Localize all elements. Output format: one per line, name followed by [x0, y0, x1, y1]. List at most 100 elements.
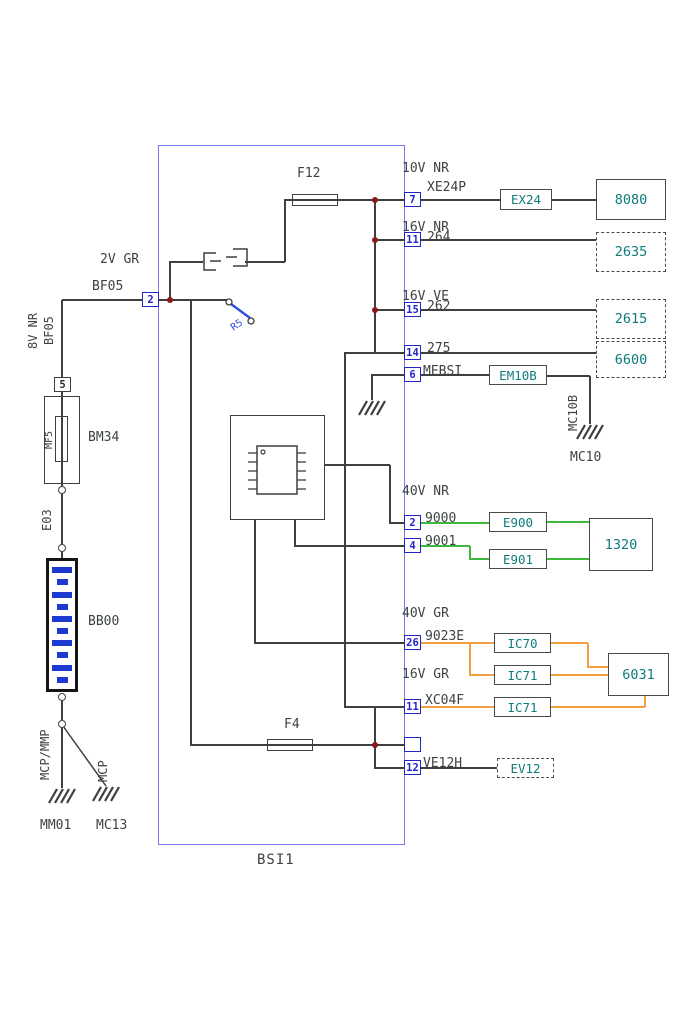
ground-label-mc10: MC10	[570, 450, 602, 465]
fusebox-bm34-outline	[44, 396, 80, 484]
pin-2-left: 2	[142, 292, 159, 307]
wire-color-8vnr: 8V NR	[26, 312, 40, 350]
wire-label: 9001	[425, 534, 457, 549]
wire-label: XC04F	[425, 693, 465, 708]
controller-block-outline	[230, 415, 325, 520]
battery-plate	[52, 591, 72, 598]
wire-code-mcpmmp: MCP/MMP	[38, 729, 52, 781]
connector-e03-label: E03	[40, 509, 54, 531]
battery-plate	[52, 567, 72, 574]
wire-label: 275	[427, 341, 451, 356]
component-e900: E900	[489, 512, 547, 532]
unit-2615: 2615	[596, 299, 666, 339]
wire-label: MEBSI	[423, 364, 463, 379]
wire	[421, 767, 497, 769]
connector-label: 16V GR	[402, 667, 449, 682]
ground-label-mc13: MC13	[96, 818, 128, 833]
wire-label: 9023E	[425, 629, 465, 644]
wire	[374, 309, 404, 311]
wire-label: 9000	[425, 511, 457, 526]
battery-bb00-icon	[46, 558, 78, 692]
component-ev12: EV12	[497, 758, 554, 778]
unit-1320: 1320	[589, 518, 653, 571]
terminal-node	[58, 544, 66, 552]
wire	[294, 545, 404, 547]
pin-6: 6	[404, 367, 421, 382]
component-e901: E901	[489, 549, 547, 569]
wire	[284, 200, 286, 262]
ground-label-mm01: MM01	[40, 818, 72, 833]
wire-orange	[551, 642, 588, 644]
wire	[374, 767, 404, 769]
ground-symbol-mm01	[48, 788, 76, 804]
wire	[61, 392, 63, 486]
connector-5: 5	[54, 377, 71, 392]
wire-green	[469, 546, 471, 559]
unit-6031: 6031	[608, 653, 669, 696]
wire	[169, 261, 203, 263]
pin-11b: 11	[404, 699, 421, 714]
wire	[389, 522, 404, 524]
wire	[344, 352, 404, 354]
component-ic70: IC70	[494, 633, 551, 653]
wire	[552, 199, 596, 201]
connector-label: 16V VE	[402, 289, 449, 304]
junction-dot	[372, 197, 378, 203]
fuse-f4-icon	[267, 739, 313, 751]
wire	[374, 200, 376, 353]
wire-orange	[551, 706, 645, 708]
wire	[245, 261, 285, 263]
battery-plate	[56, 676, 68, 683]
wire	[61, 728, 63, 788]
bsi-unit-outline	[158, 145, 405, 845]
battery-plate	[52, 615, 72, 622]
wire-green	[547, 558, 589, 560]
pin-2: 2	[404, 515, 421, 530]
wire	[61, 552, 63, 558]
wire	[421, 239, 596, 241]
wire	[389, 465, 391, 523]
wire-orange	[421, 642, 494, 644]
pin-15: 15	[404, 302, 421, 317]
wire-green	[469, 558, 489, 560]
pin-26: 26	[404, 635, 421, 650]
component-ex24: EX24	[500, 189, 552, 210]
wire-green	[421, 522, 489, 524]
maxifuse-mf5-label: MF5	[44, 430, 55, 450]
wire-orange	[644, 696, 646, 707]
component-ic71-b: IC71	[494, 697, 551, 717]
maxifuse-mf5-icon	[55, 416, 68, 462]
terminal-node	[58, 693, 66, 701]
fuse-f12-icon	[292, 194, 338, 206]
wire-green	[547, 521, 589, 523]
battery-plate	[56, 652, 68, 659]
bsi-label: BSI1	[257, 852, 295, 868]
terminal-node	[58, 720, 66, 728]
wire	[190, 744, 404, 746]
wire-code-bf05: BF05	[42, 316, 56, 346]
wire	[325, 464, 390, 466]
pin-11: 11	[404, 232, 421, 247]
junction-dot	[372, 237, 378, 243]
unit-2635: 2635	[596, 232, 666, 272]
pin-12: 12	[404, 760, 421, 775]
connector-label: 40V GR	[402, 606, 449, 621]
wire	[344, 706, 404, 708]
component-em10b: EM10B	[489, 365, 547, 385]
pin-7: 7	[404, 192, 421, 207]
battery-bb00-label: BB00	[88, 614, 120, 629]
connector-label: 40V NR	[402, 484, 449, 499]
battery-plate	[56, 579, 68, 586]
fusebox-bm34-label: BM34	[88, 430, 120, 445]
wire	[421, 199, 500, 201]
wire	[374, 707, 376, 745]
wire	[421, 374, 489, 376]
junction-dot	[372, 742, 378, 748]
wire	[61, 300, 63, 378]
wire	[374, 745, 376, 768]
wire-orange	[551, 674, 608, 676]
connector-label-2vgr: 2V GR	[100, 252, 140, 267]
wire-orange	[469, 643, 471, 675]
junction-dot	[372, 307, 378, 313]
unit-6600: 6600	[596, 341, 666, 378]
